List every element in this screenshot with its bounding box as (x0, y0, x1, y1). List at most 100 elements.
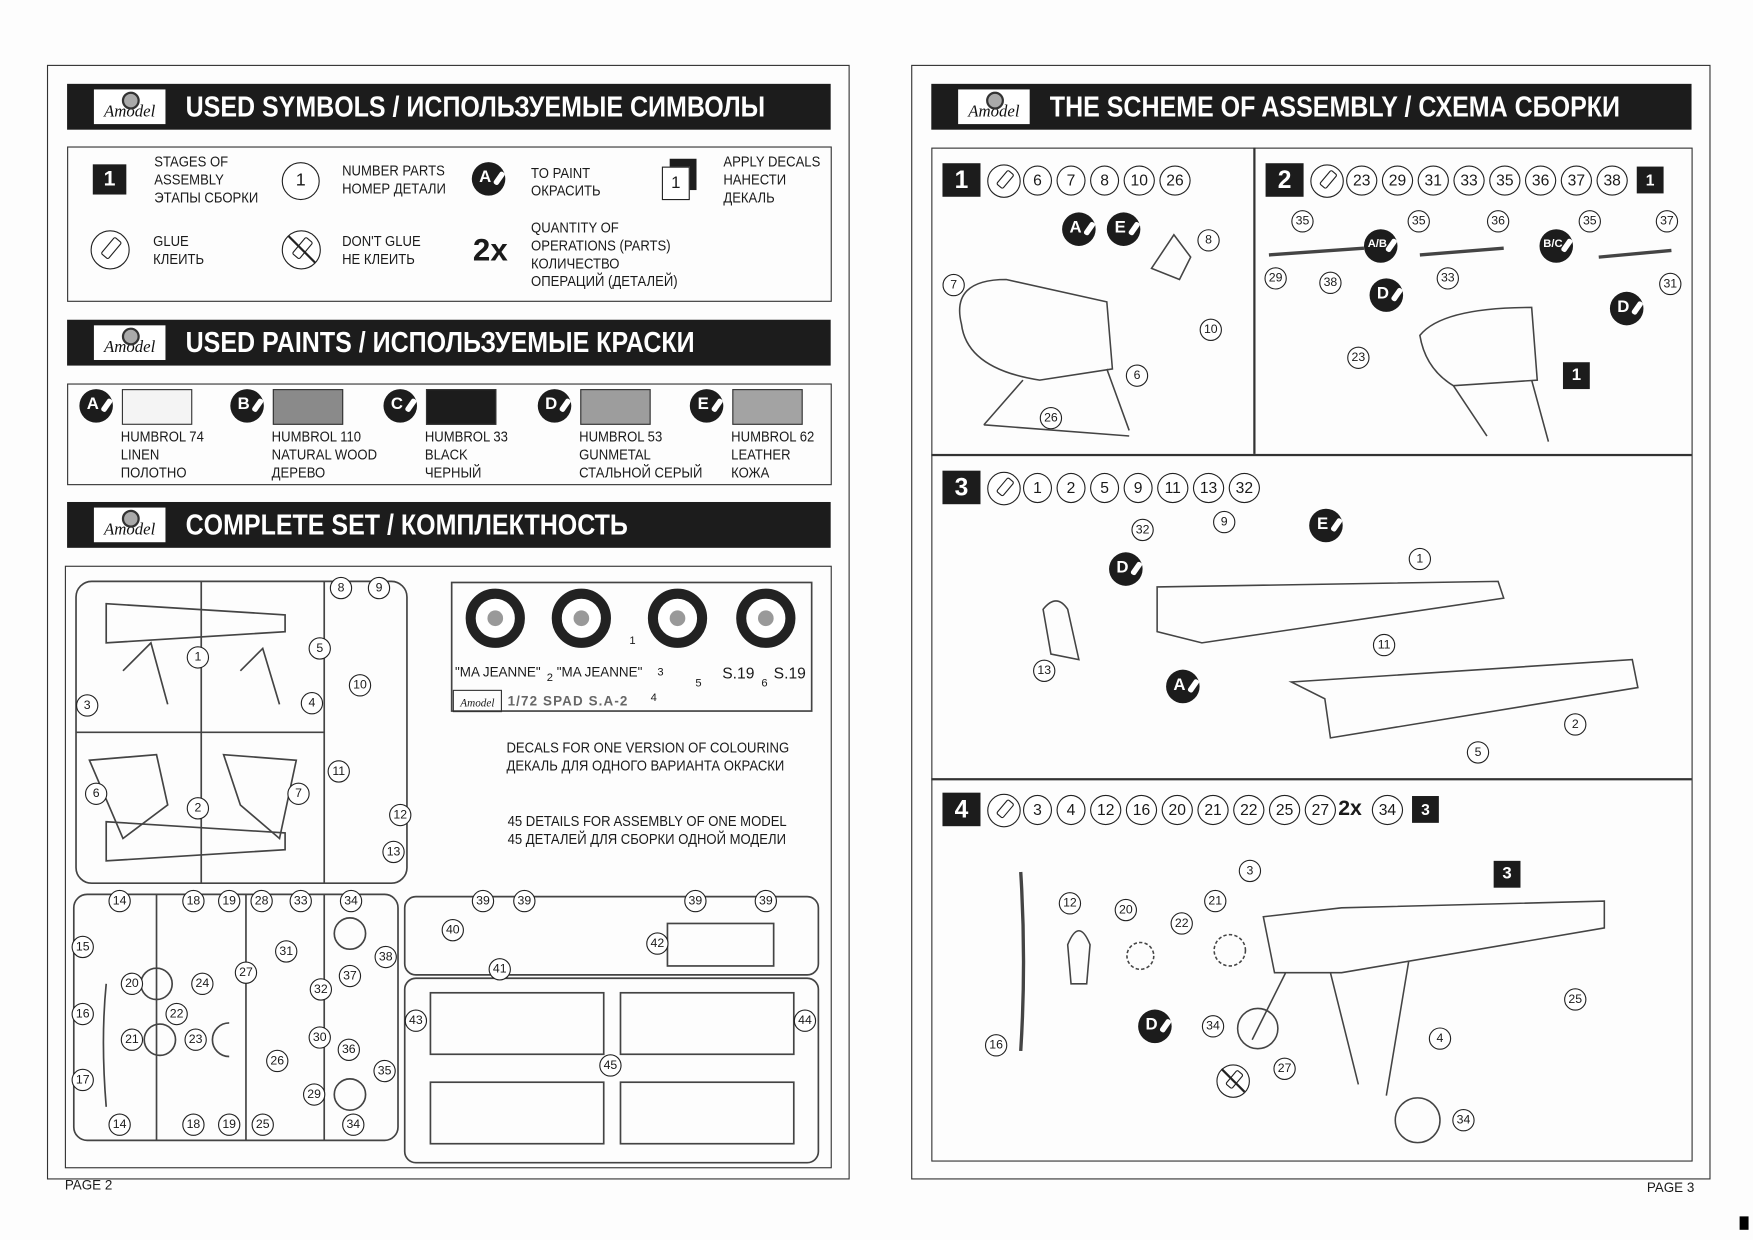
paint-ru: ПОЛОТНО (120, 463, 187, 481)
symbol-line: ОПЕРАЦИЙ (ДЕТАЛЕЙ) (531, 272, 678, 290)
no-glue-icon (281, 230, 321, 270)
stage3-fuselage-right (1288, 658, 1639, 739)
paint-ru: ЧЕРНЫЙ (424, 463, 482, 481)
part-number-label: 29 (1264, 267, 1287, 290)
part-number-label: 1 (1408, 547, 1432, 571)
part-number-label: 28 (250, 889, 273, 913)
part-number-label: 33 (1453, 165, 1485, 196)
part-number-label: 6 (1125, 364, 1149, 387)
part-number-label: 17 (71, 1068, 94, 1092)
part-number-label: 26 (1159, 165, 1191, 196)
decal-number: 6 (761, 677, 768, 690)
stages-grid (931, 147, 1693, 1162)
assembly-header: Amodel THE SCHEME OF ASSEMBLY / СХЕМА СБ… (931, 83, 1692, 130)
note-line: 45 DETAILS FOR ASSEMBLY OF ONE MODEL (507, 812, 787, 830)
part-number-label: 34 (1452, 1109, 1475, 1132)
part-number-label: 24 (191, 972, 214, 996)
paint-swatch (580, 389, 651, 425)
symbol-line: КЛЕИТЬ (153, 250, 205, 268)
wing-part (105, 602, 286, 644)
decal-number: 5 (695, 677, 702, 690)
divider (931, 778, 1692, 780)
part-number-label: 31 (275, 940, 298, 963)
part-number-label: 36 (1486, 210, 1510, 233)
part-number-label: 2 (1056, 472, 1086, 504)
page-number-left: PAGE 2 (64, 1177, 113, 1193)
part-number-label: 10 (1199, 318, 1222, 341)
seat (1150, 233, 1192, 281)
part-number-label: 27 (234, 961, 258, 984)
part-number-label: 34 (342, 1113, 365, 1136)
decal-sheet-border (450, 581, 813, 712)
propeller (1019, 871, 1026, 1052)
decal-marker: 3 (1493, 860, 1521, 888)
part-number-label: 30 (308, 1026, 331, 1049)
symbol-line: DON'T GLUE (342, 232, 421, 250)
amodel-logo: Amodel (93, 507, 166, 543)
part-number-label: 18 (182, 889, 205, 913)
paint-badge-icon: A (79, 389, 113, 423)
symbol-line: OPERATIONS (PARTS) (531, 237, 671, 254)
stage-square-icon: 1 (92, 164, 127, 195)
divider (931, 453, 1692, 456)
lower-wing-half (429, 1081, 605, 1145)
part-number-label: 38 (374, 945, 397, 969)
symbol-line: ASSEMBLY (154, 171, 224, 188)
part-number-label: 8 (329, 576, 353, 600)
note-line: DECALS FOR ONE VERSION OF COLOURING (506, 738, 790, 756)
decal-number: 4 (650, 692, 657, 705)
quantity-label: 2x (1338, 797, 1362, 821)
symbol-line: НАНЕСТИ (723, 171, 787, 188)
part-number-label: 39 (684, 889, 707, 913)
part-number-label: 26 (1039, 406, 1063, 430)
part-number-label: 12 (1090, 794, 1122, 826)
part-number-label: 7 (287, 782, 310, 805)
paint-name: HUMBROL 62 (731, 428, 815, 445)
divider (1253, 147, 1255, 454)
decal-logo: Amodel (452, 689, 502, 713)
paint-en: LEATHER (731, 446, 791, 463)
part-number-label: 22 (1233, 794, 1265, 826)
decal-number: 3 (657, 666, 664, 679)
paint-ru: ДЕРЕВО (271, 463, 326, 481)
part-number-label: 27 (1304, 794, 1337, 826)
part-number-label: 8 (1090, 165, 1120, 196)
symbol-line: ЭТАПЫ СБОРКИ (154, 188, 259, 206)
paint-badge-icon: E (1309, 508, 1343, 543)
part-number-label: 6 (1022, 165, 1053, 196)
part-number-label: 5 (1090, 472, 1120, 504)
part-number-label: 4 (300, 692, 324, 715)
part-number-label: 41 (488, 958, 511, 981)
note-line: ДЕКАЛЬ ДЛЯ ОДНОГО ВАРИАНТА ОКРАСКИ (506, 756, 785, 774)
paint-badge-icon: A (1166, 669, 1200, 704)
right-page (911, 64, 1711, 1180)
part-number-label: 12 (389, 803, 412, 827)
symbol-line: NUMBER PARTS (342, 162, 445, 179)
part-number-label: 44 (793, 1009, 817, 1032)
assembly-title: THE SCHEME OF ASSEMBLY / СХЕМА СБОРКИ (1049, 89, 1621, 123)
part-number-label: 16 (71, 1002, 94, 1026)
part-number-label: 40 (441, 918, 464, 942)
part-number-label: 29 (302, 1083, 326, 1106)
paints-header: Amodel USED PAINTS / ИСПОЛЬЗУЕМЫЕ КРАСКИ (67, 319, 831, 366)
paint-badge-icon: D (1138, 1009, 1172, 1044)
symbol-line: НОМЕР ДЕТАЛИ (342, 179, 446, 197)
part-number-label: 13 (1033, 659, 1056, 682)
paint-name: HUMBROL 110 (271, 428, 362, 445)
upper-wing-half (429, 991, 605, 1056)
glue-icon (987, 164, 1021, 198)
part-number-label: 23 (1346, 165, 1378, 196)
stage2-fuselage (1419, 306, 1539, 387)
part-number-label: 6 (84, 782, 108, 805)
decal-number: 2 (546, 671, 553, 685)
part-number-label: 5 (1466, 741, 1490, 764)
part-number-label: 36 (1524, 165, 1557, 196)
symbol-line: STAGES OF (154, 153, 229, 170)
part-number-label: 8 (1197, 229, 1220, 252)
amodel-logo: Amodel (958, 89, 1030, 125)
paint-name: HUMBROL 53 (579, 428, 663, 445)
left-page (46, 64, 850, 1180)
decal-icon: 1 (661, 166, 690, 201)
